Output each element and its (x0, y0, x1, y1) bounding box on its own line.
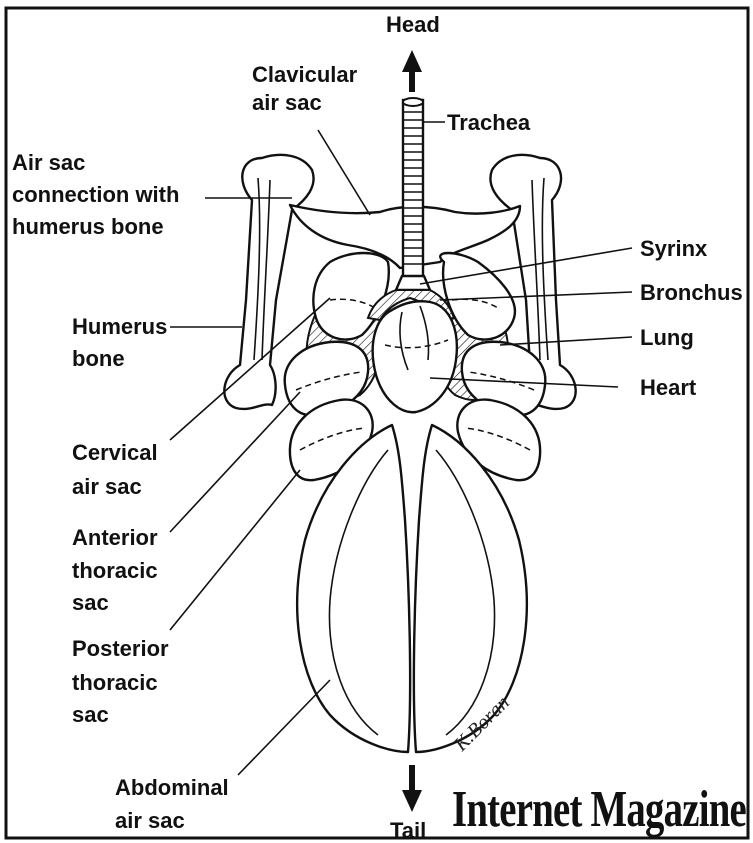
trachea-label: Trachea (447, 110, 531, 135)
watermark-logo: Internet Magazine (452, 781, 746, 838)
humerus-connection-label-line2: connection with (12, 182, 179, 207)
head-arrow (402, 50, 422, 92)
abdominal-label-line2: air sac (115, 808, 185, 833)
heart (373, 301, 457, 412)
posterior-thoracic-label-line1: Posterior (72, 636, 169, 661)
tail-arrow (402, 765, 422, 812)
lung-label: Lung (640, 325, 694, 350)
cervical-label-line2: air sac (72, 474, 142, 499)
posterior-thoracic-label-line3: sac (72, 702, 109, 727)
humerus-bone-label-line1: Humerus (72, 314, 167, 339)
abdominal-label-line1: Abdominal (115, 775, 229, 800)
syrinx-label: Syrinx (640, 236, 708, 261)
humerus-bone-label-line2: bone (72, 346, 125, 371)
tail-label: Tail (390, 818, 426, 843)
anterior-thoracic-label-line1: Anterior (72, 525, 158, 550)
bronchus-label: Bronchus (640, 280, 743, 305)
clavicular-label-line2: air sac (252, 90, 322, 115)
anterior-thoracic-label-line2: thoracic (72, 558, 158, 583)
head-label: Head (386, 12, 440, 37)
humerus-connection-label-line1: Air sac (12, 150, 85, 175)
humerus-connection-label-line3: humerus bone (12, 214, 164, 239)
posterior-thoracic-label-line2: thoracic (72, 670, 158, 695)
clavicular-label-line1: Clavicular (252, 62, 358, 87)
heart-label: Heart (640, 375, 697, 400)
anterior-thoracic-label-line3: sac (72, 590, 109, 615)
cervical-label-line1: Cervical (72, 440, 158, 465)
anatomy-drawing (224, 98, 575, 752)
trachea (403, 98, 423, 278)
